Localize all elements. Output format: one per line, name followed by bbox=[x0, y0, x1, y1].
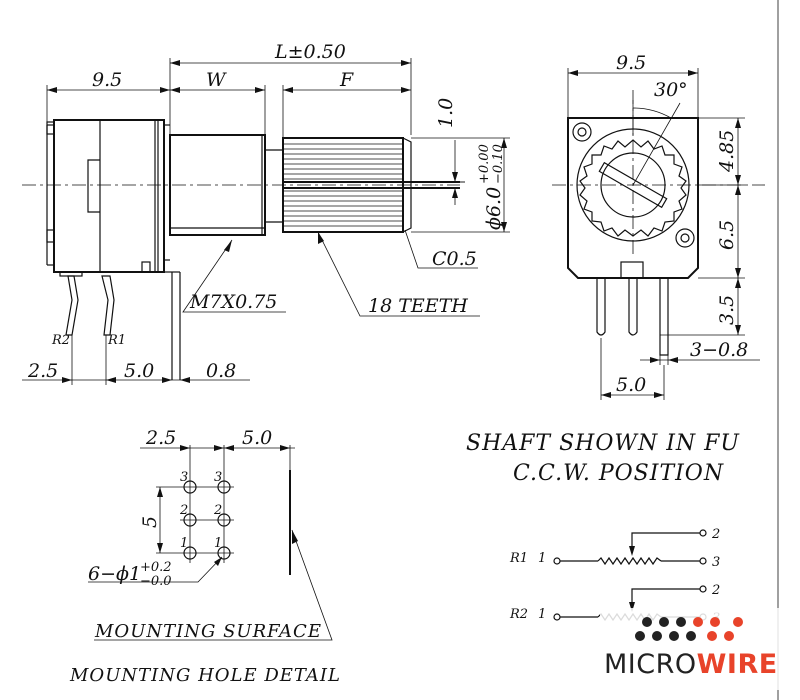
knurled-shaft bbox=[282, 137, 404, 233]
hole-label-1b: 1 bbox=[214, 536, 222, 551]
front-view: 9.5 30° 4.85 6.5 bbox=[552, 52, 765, 400]
schem-r1-label: R1 bbox=[509, 551, 528, 566]
mount-hole-bottom-right bbox=[675, 228, 695, 248]
pin-r1-label: R1 bbox=[107, 333, 126, 348]
dim-w: W bbox=[206, 69, 227, 91]
logo-text-micro: MICRO bbox=[604, 649, 697, 680]
mounting-detail-title: MOUNTING HOLE DETAIL bbox=[69, 665, 341, 686]
front-dim-top: 4.85 bbox=[716, 130, 738, 173]
hole-tol-minus: −0.0 bbox=[140, 574, 172, 589]
gear-teeth bbox=[579, 139, 687, 237]
schem-r2-pin1: 1 bbox=[538, 607, 546, 622]
logo-dots-icon bbox=[635, 617, 743, 641]
front-dim-width: 9.5 bbox=[616, 52, 646, 74]
note-line-1: SHAFT SHOWN IN FU bbox=[466, 431, 740, 456]
hole-label-1a: 1 bbox=[180, 536, 188, 551]
pin-r1 bbox=[101, 275, 115, 336]
front-dim-mid: 6.5 bbox=[716, 220, 738, 250]
mount-dim-b: 5.0 bbox=[242, 427, 272, 449]
front-dim-pin-width: 3−0.8 bbox=[690, 339, 748, 361]
dim-diameter: ϕ6.0 +0.00 −0.10 bbox=[477, 144, 506, 230]
schem-r1-pin1: 1 bbox=[538, 551, 546, 566]
side-view: L±0.50 9.5 W F bbox=[22, 41, 510, 385]
dim-diameter-tol-minus: −0.10 bbox=[491, 144, 506, 184]
mount-dim-a: 2.5 bbox=[145, 427, 176, 449]
pot-housing bbox=[53, 119, 165, 273]
front-dim-pitch: 5.0 bbox=[616, 374, 646, 396]
front-center-tab bbox=[620, 261, 644, 279]
hole-label-2a: 2 bbox=[179, 503, 188, 518]
front-dim-pin: 3.5 bbox=[716, 295, 738, 325]
chamfer-label: C0.5 bbox=[432, 248, 477, 270]
knurl-lines bbox=[283, 143, 403, 227]
schem-r1-pin2: 2 bbox=[711, 527, 720, 542]
shaft-inner-circle bbox=[600, 152, 666, 218]
dim-diameter-value: ϕ6.0 bbox=[483, 187, 505, 230]
mount-dim-c: 5 bbox=[139, 516, 161, 528]
pin-r2-label: R2 bbox=[51, 333, 70, 348]
hole-label-2b: 2 bbox=[213, 503, 222, 518]
threaded-bushing bbox=[169, 134, 266, 236]
front-pin-left bbox=[596, 278, 606, 336]
dim-f: F bbox=[339, 69, 354, 91]
front-pin-right bbox=[659, 278, 669, 356]
dim-slot: 1.0 bbox=[435, 98, 457, 128]
dim-bracket-thickness: 0.8 bbox=[206, 360, 236, 382]
front-pin-center bbox=[628, 278, 638, 336]
dim-pin-spacing: 5.0 bbox=[124, 360, 154, 382]
schem-r2-label: R2 bbox=[509, 607, 528, 622]
dim-overall-length: L±0.50 bbox=[274, 41, 346, 63]
hole-grid bbox=[180, 470, 234, 563]
dim-pin-offset: 2.5 bbox=[27, 360, 58, 382]
mounting-hole-detail: 2.5 5.0 5 3 3 2 2 1 1 6− bbox=[69, 427, 341, 686]
angle-label: 30° bbox=[654, 79, 688, 101]
note-line-2: C.C.W. POSITION bbox=[513, 461, 724, 486]
pin-r2 bbox=[65, 275, 79, 336]
hole-label-3b: 3 bbox=[214, 470, 222, 485]
mount-hole-top-left bbox=[572, 122, 592, 142]
schem-r2-pin2: 2 bbox=[711, 583, 720, 598]
shaft-note: SHAFT SHOWN IN FU C.C.W. POSITION bbox=[466, 431, 740, 486]
hole-tol-plus: +0.2 bbox=[140, 560, 172, 575]
dim-diameter-tol-plus: +0.00 bbox=[477, 144, 492, 184]
teeth-label: 18 TEETH bbox=[368, 295, 468, 317]
logo-text: MICROWIRE bbox=[604, 649, 778, 680]
hole-label-3a: 3 bbox=[180, 470, 188, 485]
dim-body-width: 9.5 bbox=[92, 69, 122, 91]
thread-label: M7X0.75 bbox=[189, 291, 277, 313]
hole-spec: 6−ϕ1 bbox=[88, 563, 141, 585]
logo-text-wire: WIRE bbox=[697, 649, 778, 680]
mounting-surface-label: MOUNTING SURFACE bbox=[94, 621, 322, 642]
microwire-logo: MICROWIRE bbox=[600, 608, 780, 690]
schem-r1-pin3: 3 bbox=[712, 555, 720, 570]
